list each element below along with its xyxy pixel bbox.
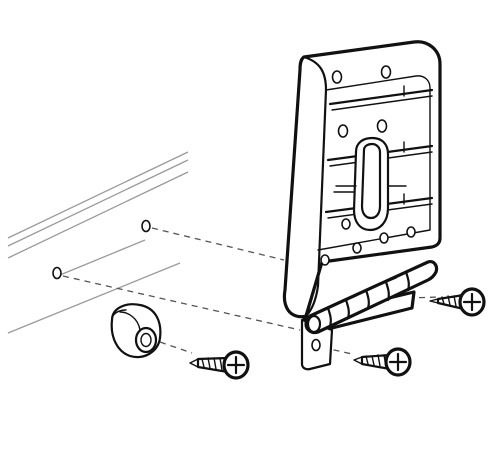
bracket-hole bbox=[341, 218, 351, 230]
bracket-hole bbox=[379, 232, 389, 244]
phillips-screw-icon bbox=[189, 350, 250, 380]
pilot-holes bbox=[52, 219, 151, 280]
bracket-hole bbox=[352, 242, 362, 254]
bracket-hole bbox=[380, 65, 392, 79]
bracket-hole bbox=[376, 119, 388, 133]
pilot-hole-lower bbox=[52, 266, 62, 280]
bracket-hole bbox=[320, 254, 330, 266]
hinge-plate bbox=[300, 260, 439, 371]
phillips-screw-icon bbox=[429, 287, 486, 317]
bracket-hole bbox=[331, 70, 343, 84]
mounting-bracket bbox=[282, 40, 442, 319]
bracket-hole bbox=[337, 124, 349, 138]
leveler-foot-icon bbox=[110, 303, 162, 359]
bracket-hole bbox=[406, 226, 416, 238]
pilot-hole-upper bbox=[141, 219, 151, 233]
cabinet-panel bbox=[7, 151, 189, 334]
phillips-screw-icon bbox=[353, 347, 412, 377]
